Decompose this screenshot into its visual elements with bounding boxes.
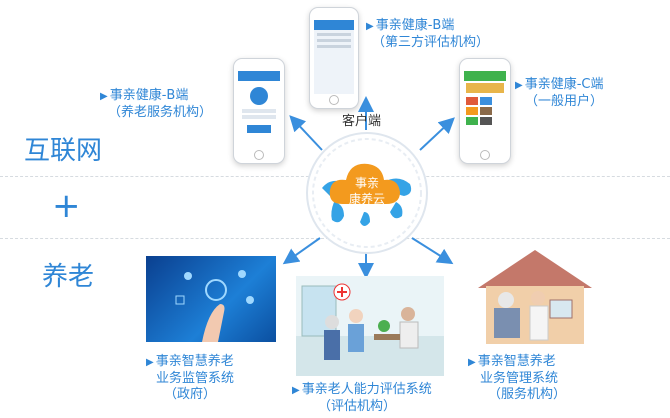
assess-title: 事亲老人能力评估系统 — [301, 382, 432, 397]
home-button-icon — [480, 150, 490, 160]
gov-title: 事亲智慧养老 — [155, 354, 234, 369]
touch-interface-icon — [175, 270, 254, 342]
label-b-care: ▶事亲健康-B端 （养老服务机构） — [100, 88, 212, 121]
cloud-platform: 事亲 康养云 — [304, 130, 430, 256]
elderly-label: 养老 — [42, 262, 95, 292]
cloud-title-line2: 康养云 — [348, 192, 385, 206]
arrow-to-c-user — [419, 117, 455, 151]
gov-image — [146, 256, 276, 342]
phone-screen — [314, 20, 354, 94]
triangle-icon: ▶ — [515, 80, 523, 91]
b-assess-sub: （第三方评估机构） — [372, 35, 490, 50]
c-user-sub: （一般用户） — [525, 94, 604, 109]
label-assess: ▶事亲老人能力评估系统 （评估机构） — [292, 382, 432, 415]
triangle-icon: ▶ — [100, 91, 108, 102]
label-b-assess: ▶事亲健康-B端 （第三方评估机构） — [366, 18, 489, 51]
client-label: 客户端 — [342, 114, 382, 129]
arrow-to-b-care — [289, 115, 323, 151]
globe-icon — [306, 132, 428, 254]
assessment-scene-icon — [296, 283, 444, 376]
gov-line2: 业务监管系统 — [156, 371, 235, 386]
label-service: ▶事亲智慧养老 业务管理系统 （服务机构） — [468, 354, 566, 403]
home-button-icon — [329, 95, 339, 105]
b-assess-title: 事亲健康-B端 — [375, 18, 455, 33]
label-gov: ▶事亲智慧养老 业务监管系统 （政府） — [146, 354, 234, 403]
assess-image — [296, 276, 444, 376]
label-c-user: ▶事亲健康-C端 （一般用户） — [515, 77, 603, 110]
phone-c-user — [459, 58, 511, 164]
triangle-icon: ▶ — [292, 385, 300, 396]
triangle-icon: ▶ — [468, 357, 476, 368]
triangle-icon: ▶ — [366, 21, 374, 32]
service-title: 事亲智慧养老 — [477, 354, 556, 369]
gov-sub: （政府） — [164, 387, 217, 402]
arrow-to-gov — [282, 237, 321, 265]
service-image — [470, 248, 600, 346]
cloud-title-line1: 事亲 — [354, 176, 379, 190]
internet-label: 互联网 — [24, 136, 103, 166]
b-care-title: 事亲健康-B端 — [109, 88, 189, 103]
c-user-title: 事亲健康-C端 — [524, 77, 604, 92]
triangle-icon: ▶ — [146, 357, 154, 368]
phone-b-care — [233, 58, 285, 164]
phone-screen — [238, 71, 280, 149]
phone-b-assess — [309, 7, 359, 109]
phone-screen — [464, 71, 506, 149]
arrow-to-service — [411, 237, 454, 265]
care-home-icon — [478, 250, 592, 344]
assess-sub: （评估机构） — [318, 399, 397, 414]
plus-sign: + — [52, 186, 81, 226]
service-line2: 业务管理系统 — [480, 371, 559, 386]
service-sub: （服务机构） — [488, 387, 567, 402]
b-care-sub: （养老服务机构） — [108, 105, 213, 120]
home-button-icon — [254, 150, 264, 160]
